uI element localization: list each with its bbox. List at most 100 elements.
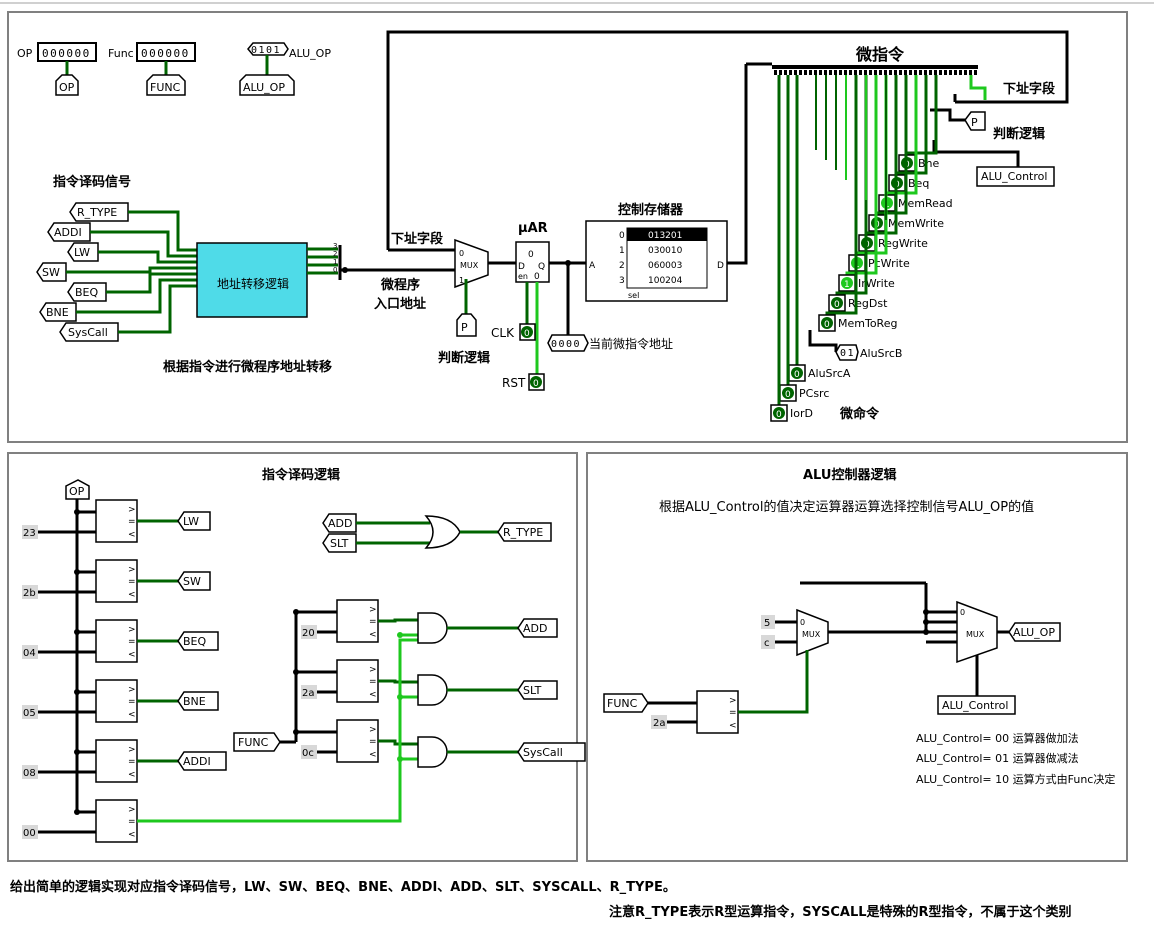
decode-panel-title: 指令译码逻辑: [262, 467, 340, 483]
alu-const-5: 5: [761, 615, 775, 629]
tunnel-bne: BNE: [46, 306, 69, 319]
svg-text:sel: sel: [628, 291, 639, 300]
rst-label: RST: [502, 376, 526, 390]
alu-mux-1[interactable]: MUX 0: [796, 608, 829, 657]
opcode-compare-row-05: 05>=<BNE: [22, 679, 219, 723]
svg-text:D: D: [717, 261, 724, 271]
svg-text:>: >: [128, 805, 136, 815]
svg-text:ALU_OP: ALU_OP: [243, 81, 285, 94]
signal-name-irwrite: IrWrite: [858, 277, 895, 290]
rtype-output-tunnel: R_TYPE: [497, 522, 552, 542]
opcode-const: 08: [23, 768, 36, 779]
entry-label-2: 入口地址: [374, 296, 426, 312]
func-const: 20: [302, 628, 315, 639]
next-address-feedback-wire: [386, 30, 1069, 250]
svg-text:0: 0: [619, 231, 625, 241]
svg-text:=: =: [128, 577, 136, 587]
svg-text:ALU_OP: ALU_OP: [289, 47, 331, 60]
micro-instruction-title: 微指令: [855, 45, 905, 64]
func-bits: 000000: [141, 47, 190, 60]
next-field-label-right: 下址字段: [1003, 81, 1055, 97]
control-store-rom[interactable]: A D 0 013201 1 030010 2 060003 3 100204 …: [585, 220, 728, 302]
svg-text:=: =: [369, 737, 377, 747]
opcode-comparator: [95, 619, 138, 663]
uar-register[interactable]: 0 D Q en 0: [515, 241, 550, 283]
next-field-label-left: 下址字段: [391, 231, 443, 247]
svg-text:<: <: [128, 530, 136, 540]
svg-text:3: 3: [333, 242, 337, 250]
svg-text:SLT: SLT: [330, 537, 349, 550]
signal-name-memtoreg: MemToReg: [838, 317, 897, 330]
svg-text:c: c: [764, 638, 770, 649]
signal-name-pcsrc: PCsrc: [799, 387, 829, 400]
signal-name-beq: Beq: [908, 177, 929, 190]
svg-text:>: >: [128, 685, 136, 695]
opcode-comparators: 23>=<LW2b>=<SW04>=<BEQ05>=<BNE08>=<ADDI0…: [22, 499, 420, 843]
svg-text:1: 1: [844, 280, 850, 290]
opcode-const: 05: [23, 708, 36, 719]
svg-text:MUX: MUX: [460, 261, 479, 270]
svg-text:0: 0: [528, 250, 534, 260]
func-comparator: [336, 659, 379, 703]
svg-text:ALU_OP: ALU_OP: [1013, 626, 1055, 639]
alu-mux-2[interactable]: MUX 0: [956, 600, 998, 664]
footer-line-1: 给出简单的逻辑实现对应指令译码信号，LW、SW、BEQ、BNE、ADDI、ADD…: [10, 880, 676, 895]
svg-text:OP: OP: [59, 81, 75, 94]
func-compare-row-0c: 0c>=<SysCall: [293, 719, 586, 768]
opcode-output: LW: [183, 515, 199, 528]
svg-text:<: <: [128, 770, 136, 780]
func-input-pin[interactable]: Func 000000: [108, 42, 196, 62]
alu-note-2: ALU_Control= 10 运算方式由Func决定: [916, 772, 1115, 786]
svg-text:>: >: [369, 665, 377, 675]
mux-p-tunnel: P: [456, 313, 477, 337]
svg-text:2: 2: [619, 261, 625, 271]
svg-text:0: 0: [333, 266, 337, 274]
uar-title: μAR: [518, 221, 548, 236]
svg-text:=: =: [369, 617, 377, 627]
tunnel-syscall: SysCall: [68, 326, 108, 339]
svg-text:ALU_Control: ALU_Control: [942, 699, 1008, 712]
alu-func-comparator[interactable]: > = <: [696, 690, 739, 734]
op-tunnel: OP: [55, 74, 79, 96]
svg-text:1: 1: [333, 258, 337, 266]
op-input-pin[interactable]: OP 000000: [17, 42, 97, 62]
svg-text:2: 2: [333, 250, 337, 258]
tunnel-sw: SW: [42, 266, 60, 279]
svg-text:<: <: [369, 750, 377, 760]
clk-pin[interactable]: 0: [519, 323, 536, 341]
rst-pin[interactable]: 0: [528, 373, 545, 391]
signal-led-irwrite: 1 IrWrite: [838, 274, 895, 292]
svg-text:0101: 0101: [251, 45, 281, 56]
micro-address-mux[interactable]: MUX 0 1: [454, 238, 489, 289]
address-transfer-logic[interactable]: 地址转移逻辑: [196, 242, 308, 318]
func-output: SLT: [523, 684, 542, 697]
func-pin-label: Func: [108, 47, 134, 60]
svg-text:P: P: [461, 321, 468, 334]
entry-label-1: 微程序: [380, 277, 420, 293]
tunnel-addi: ADDI: [54, 226, 82, 239]
svg-text:ALU_Control: ALU_Control: [981, 170, 1047, 183]
opcode-compare-row-00: 00>=<: [22, 638, 420, 843]
func-tunnel: FUNC: [146, 74, 186, 96]
svg-text:MUX: MUX: [966, 630, 985, 639]
func-compare-row-2a: 2a>=<SLT: [293, 659, 558, 706]
alu-panel-title: ALU控制器逻辑: [803, 467, 896, 483]
svg-text:<: <: [128, 710, 136, 720]
svg-text:2a: 2a: [653, 718, 666, 729]
svg-text:A: A: [589, 261, 596, 271]
alu-const-2a: 2a: [651, 715, 667, 729]
func-const: 0c: [302, 748, 314, 759]
footer-line-2: 注意R_TYPE表示R型运算指令，SYSCALL是特殊的R型指令，不属于这个类别: [609, 905, 1072, 920]
svg-text:5: 5: [764, 618, 770, 629]
rtype-or-gate: [424, 515, 461, 549]
op-bits: 000000: [42, 47, 91, 60]
svg-text:FUNC: FUNC: [607, 697, 638, 710]
tunnel-beq: BEQ: [75, 286, 98, 299]
svg-text:<: <: [128, 650, 136, 660]
micro-command-label: 微命令: [839, 406, 880, 422]
svg-text:0: 0: [785, 390, 791, 400]
